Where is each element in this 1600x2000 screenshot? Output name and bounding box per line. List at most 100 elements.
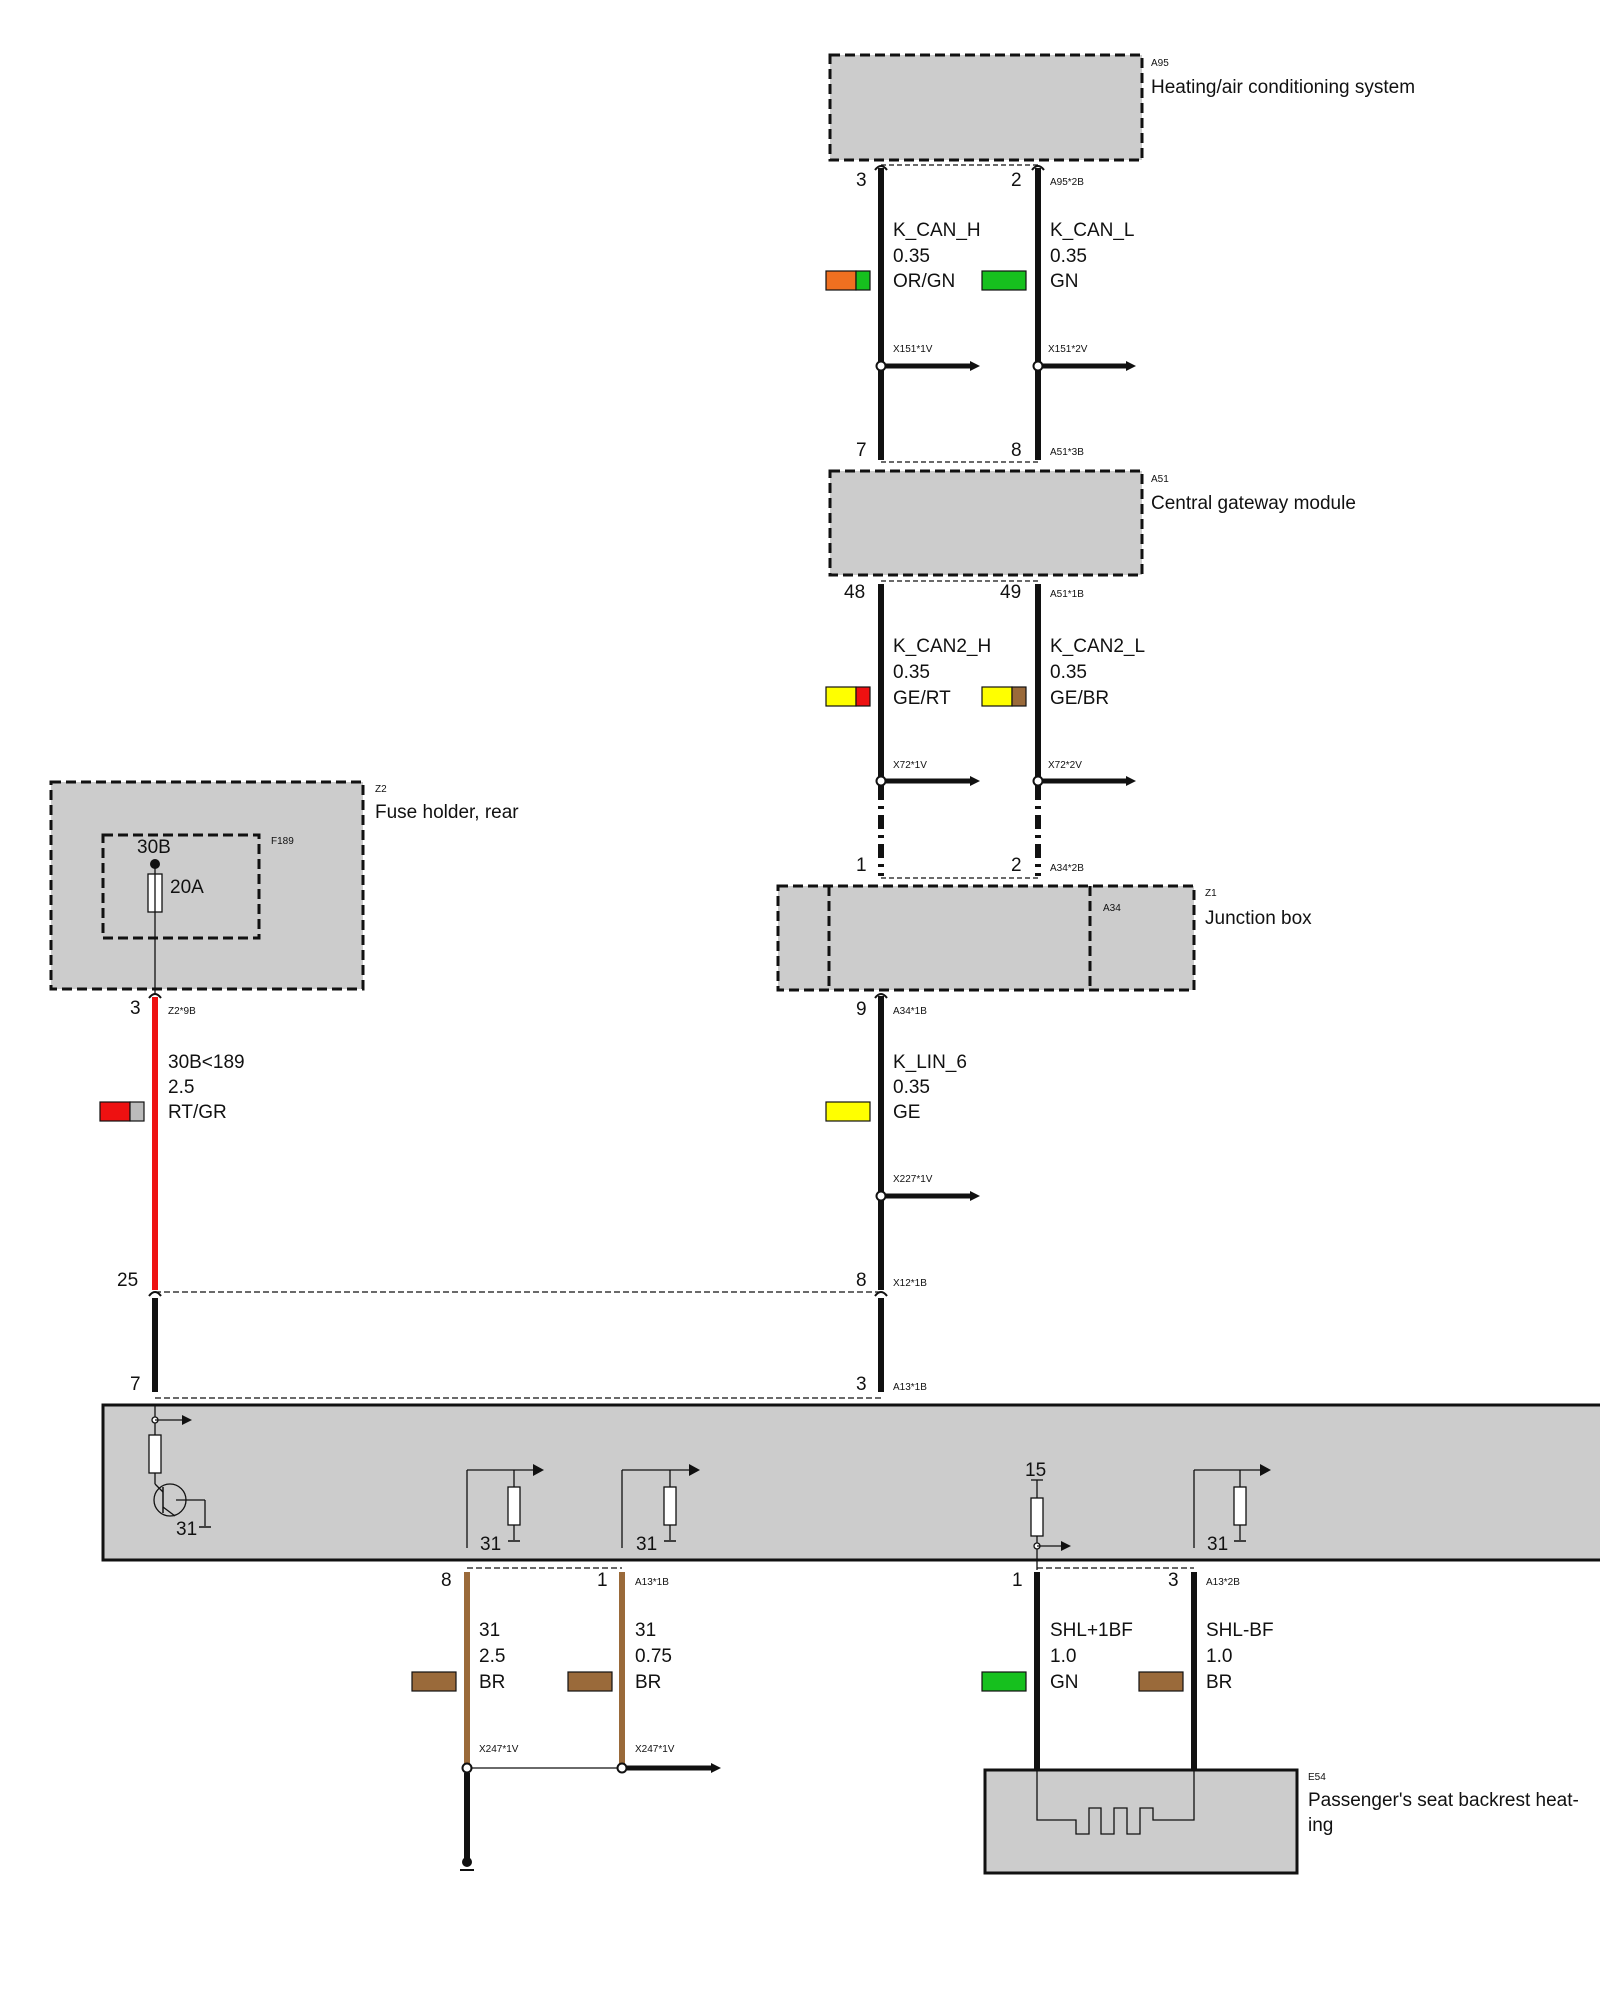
- kcanl-color-code: GN: [1050, 271, 1079, 292]
- e54-backrest-heater[interactable]: [983, 1768, 1299, 1875]
- x247-1v-a-code: X247*1V: [479, 1744, 519, 1755]
- kcan2l-size: 0.35: [1050, 662, 1087, 683]
- gnd2-signal: 31: [635, 1620, 656, 1641]
- a13-pin8-sense-circuit: [466, 1464, 544, 1548]
- w30b-color-code: RT/GR: [168, 1102, 227, 1123]
- gnd1-size: 2.5: [479, 1646, 505, 1667]
- a34-pin-1: 1: [856, 855, 867, 876]
- a13-pin-3-shl: 3: [1168, 1570, 1179, 1591]
- a51-1b-code: A51*1B: [1050, 589, 1084, 600]
- kcan2h-signal: K_CAN2_H: [893, 636, 991, 657]
- x72-1v-splice[interactable]: [875, 775, 887, 787]
- w30b-size: 2.5: [168, 1077, 194, 1098]
- gnd2-color-swatch: [567, 1671, 613, 1692]
- kcan2h-color-code: GE/RT: [893, 688, 951, 709]
- a95-code: A95: [1151, 58, 1169, 69]
- x72-2v-code: X72*2V: [1048, 760, 1082, 771]
- x12-pin-8: 8: [856, 1270, 867, 1291]
- a13-1b-bottom-code: A13*1B: [635, 1577, 669, 1588]
- gnd1-color-swatch: [411, 1671, 457, 1692]
- a51-name: Central gateway module: [1151, 493, 1356, 514]
- a13-ground-label-3: 31: [636, 1534, 657, 1555]
- a95-pin2-terminal: [1031, 165, 1045, 171]
- kcan2h-size: 0.35: [893, 662, 930, 683]
- a51-pin-7: 7: [856, 440, 867, 461]
- x12-pin-25: 25: [117, 1270, 138, 1291]
- a95-connector-code: A95*2B: [1050, 177, 1084, 188]
- x12-1b-code: X12*1B: [893, 1278, 927, 1289]
- kcan2l-color-code: GE/BR: [1050, 688, 1109, 709]
- a13-pin-3: 3: [856, 1374, 867, 1395]
- x227-1v-splice[interactable]: [875, 1190, 887, 1202]
- a13-pin-7: 7: [130, 1374, 141, 1395]
- gnd1-signal: 31: [479, 1620, 500, 1641]
- e54-code: E54: [1308, 1772, 1326, 1783]
- kcanh-color-swatch: [825, 270, 871, 291]
- a13-transistor-driver: [148, 1405, 211, 1528]
- shlm-color-code: BR: [1206, 1672, 1232, 1693]
- a13-terminal-15: 15: [1025, 1460, 1046, 1481]
- klin6-size: 0.35: [893, 1077, 930, 1098]
- x151-1v-splice[interactable]: [875, 360, 887, 372]
- z2-pin3-terminal: [148, 993, 162, 999]
- f189-terminal: 30B: [137, 837, 171, 858]
- a95-heating-ac-module[interactable]: [828, 53, 1144, 162]
- x247-1v-a-splice[interactable]: [461, 1762, 473, 1774]
- shlm-signal: SHL-BF: [1206, 1620, 1274, 1641]
- kcanl-color-swatch: [981, 270, 1027, 291]
- a51-central-gateway-module[interactable]: [828, 469, 1144, 577]
- a13-seat-module[interactable]: [101, 1403, 1600, 1562]
- kcanh-signal: K_CAN_H: [893, 220, 981, 241]
- a95-pin-2: 2: [1011, 170, 1022, 191]
- f189-fuse[interactable]: [101, 833, 261, 994]
- a13-ground-label-2: 31: [480, 1534, 501, 1555]
- a95-pin3-terminal: [874, 165, 888, 171]
- shlm-color-swatch: [1138, 1671, 1184, 1692]
- a34-pin9-terminal: [874, 993, 888, 999]
- w30b-color-swatch: [99, 1101, 145, 1122]
- z2-pin-3: 3: [130, 998, 141, 1019]
- kcanh-size: 0.35: [893, 246, 930, 267]
- x151-1v-code: X151*1V: [893, 344, 933, 355]
- z1-junction-box[interactable]: [776, 884, 1196, 992]
- a51-pin-48: 48: [844, 582, 865, 603]
- a13-ground-label-1: 31: [176, 1519, 197, 1540]
- x151-2v-code: X151*2V: [1048, 344, 1088, 355]
- e54-name-line2: ing: [1308, 1815, 1333, 1836]
- w30b-signal: 30B<189: [168, 1052, 245, 1073]
- z2-9b-code: Z2*9B: [168, 1006, 196, 1017]
- z1-name: Junction box: [1205, 908, 1312, 929]
- kcan2l-signal: K_CAN2_L: [1050, 636, 1145, 657]
- x151-2v-splice[interactable]: [1032, 360, 1044, 372]
- x247-1v-b-code: X247*1V: [635, 1744, 675, 1755]
- x72-2v-splice[interactable]: [1032, 775, 1044, 787]
- x247-1v-b-splice[interactable]: [616, 1762, 628, 1774]
- f189-code: F189: [271, 836, 294, 847]
- a13-pin3-sense-circuit: [1193, 1464, 1271, 1548]
- kcan2l-color-swatch: [981, 686, 1027, 707]
- ground-point: [462, 1857, 472, 1867]
- z2-code: Z2: [375, 784, 387, 795]
- a13-pin1-sense-circuit: [621, 1464, 700, 1548]
- a51-pin-49: 49: [1000, 582, 1021, 603]
- x72-1v-code: X72*1V: [893, 760, 927, 771]
- a51-pin-8: 8: [1011, 440, 1022, 461]
- kcan2h-color-swatch: [825, 686, 871, 707]
- kcanh-color-code: OR/GN: [893, 271, 955, 292]
- a34-pin-9: 9: [856, 999, 867, 1020]
- f189-rating: 20A: [170, 877, 204, 898]
- shlp-size: 1.0: [1050, 1646, 1076, 1667]
- kcanl-signal: K_CAN_L: [1050, 220, 1135, 241]
- shlp-signal: SHL+1BF: [1050, 1620, 1133, 1641]
- gnd1-color-code: BR: [479, 1672, 505, 1693]
- z1-code: Z1: [1205, 888, 1217, 899]
- e54-name-line1: Passenger's seat backrest heat-: [1308, 1790, 1579, 1811]
- a95-name: Heating/air conditioning system: [1151, 77, 1415, 98]
- a34-1b-code: A34*1B: [893, 1006, 927, 1017]
- a95-pin-3: 3: [856, 170, 867, 191]
- a13-pin-1-gnd: 1: [597, 1570, 608, 1591]
- a13-pin-8: 8: [441, 1570, 452, 1591]
- a51-code: A51: [1151, 474, 1169, 485]
- gnd2-color-code: BR: [635, 1672, 661, 1693]
- x227-1v-code: X227*1V: [893, 1174, 933, 1185]
